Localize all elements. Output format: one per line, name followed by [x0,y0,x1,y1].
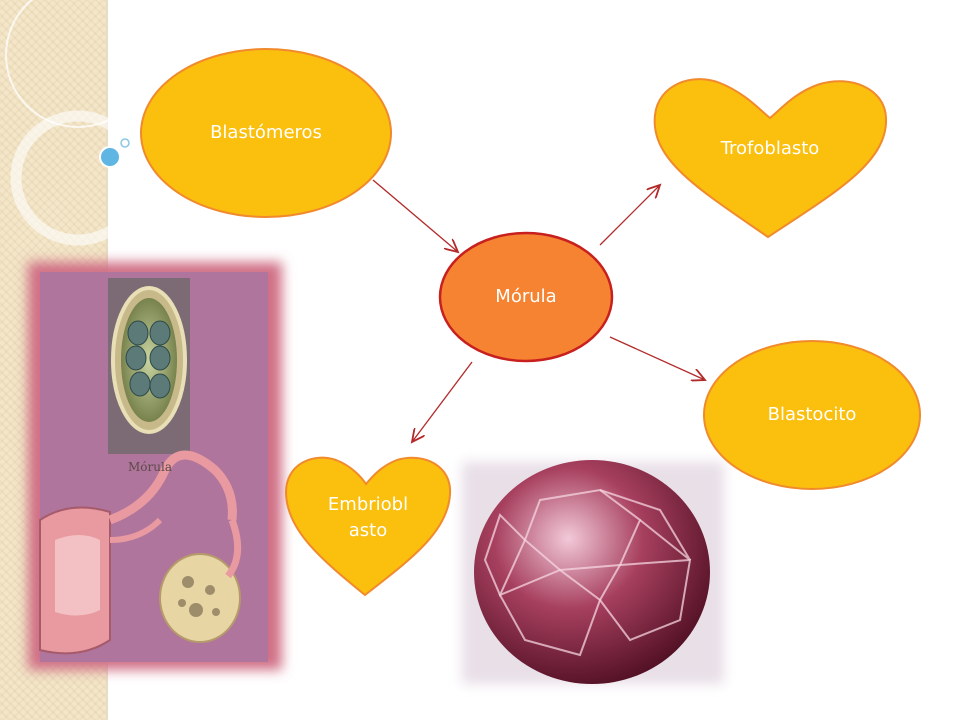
node-blastomeros-shape [140,48,392,218]
node-morula-label: Mórula [495,286,557,307]
arrow-blastomeros-to-morula [372,179,458,252]
node-trofoblasto-shape [653,78,888,239]
node-blastocito-label: Blastocito [767,404,857,425]
illustration-caption: Mórula [128,460,172,474]
node-embrioblasto-shape [284,456,452,597]
morula-cell-illustration [462,460,724,684]
arrows [372,179,705,442]
node-embrioblasto-label-line2: asto [348,520,388,541]
node-embrioblasto-label: Embriobl asto [308,492,428,544]
arrow-morula-to-embrioblasto [412,361,473,442]
morula-uterus-illustration [28,262,282,670]
node-trofoblasto-label: Trofoblasto [720,138,820,159]
node-embrioblasto-label-line1: Embriobl [327,494,409,515]
node-blastomeros-label: Blastómeros [210,122,322,143]
arrow-morula-to-blastocito [609,336,705,380]
arrow-morula-to-trofoblasto [599,185,660,246]
node-morula-shape [438,231,614,363]
node-blastocito-shape [703,340,921,490]
sidebar-decor-circles [5,0,151,246]
